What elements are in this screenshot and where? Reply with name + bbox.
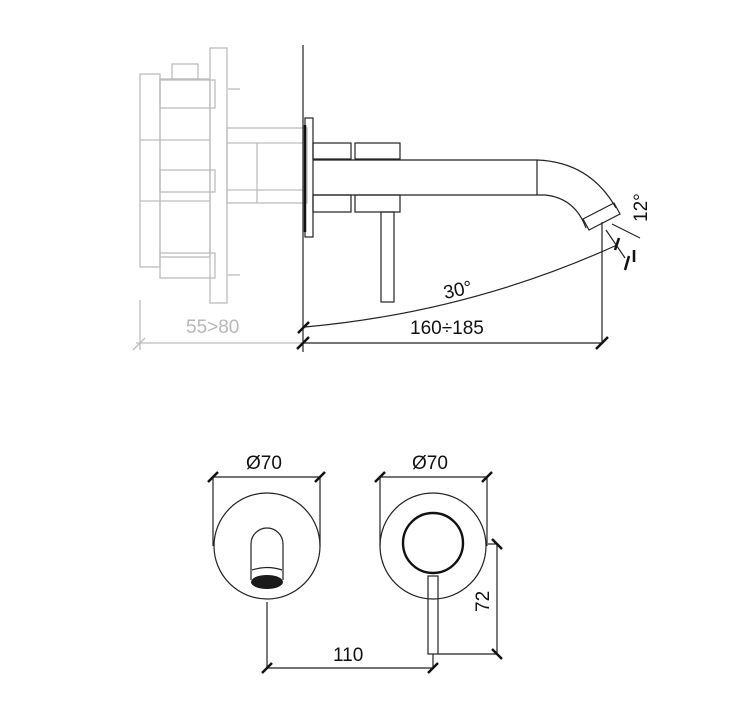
- outlet-angle-label: 12°: [631, 193, 652, 222]
- projection-label: 160÷185: [410, 318, 484, 339]
- handle-height-label: 72: [473, 591, 494, 612]
- rough-in-depth-label: 55>80: [186, 317, 239, 338]
- center-distance-dimension: 110: [261, 602, 439, 674]
- center-distance-label: 110: [333, 645, 363, 666]
- rough-in-dimension: 55>80: [132, 300, 303, 351]
- rough-in-valve: [139, 47, 308, 304]
- spout-front-view: Ø70: [207, 453, 326, 600]
- handle-height-dimension: 72: [438, 538, 503, 660]
- spout-diameter-label: Ø70: [246, 453, 282, 474]
- swivel-angle-label: 30°: [442, 277, 474, 304]
- handle-side: [380, 211, 395, 303]
- projection-dimension: 30° 160÷185 12°: [296, 193, 652, 350]
- mixer-diameter-label: Ø70: [412, 453, 448, 474]
- mixer-front-view: Ø70: [374, 453, 493, 655]
- spout-side-view: [312, 142, 621, 303]
